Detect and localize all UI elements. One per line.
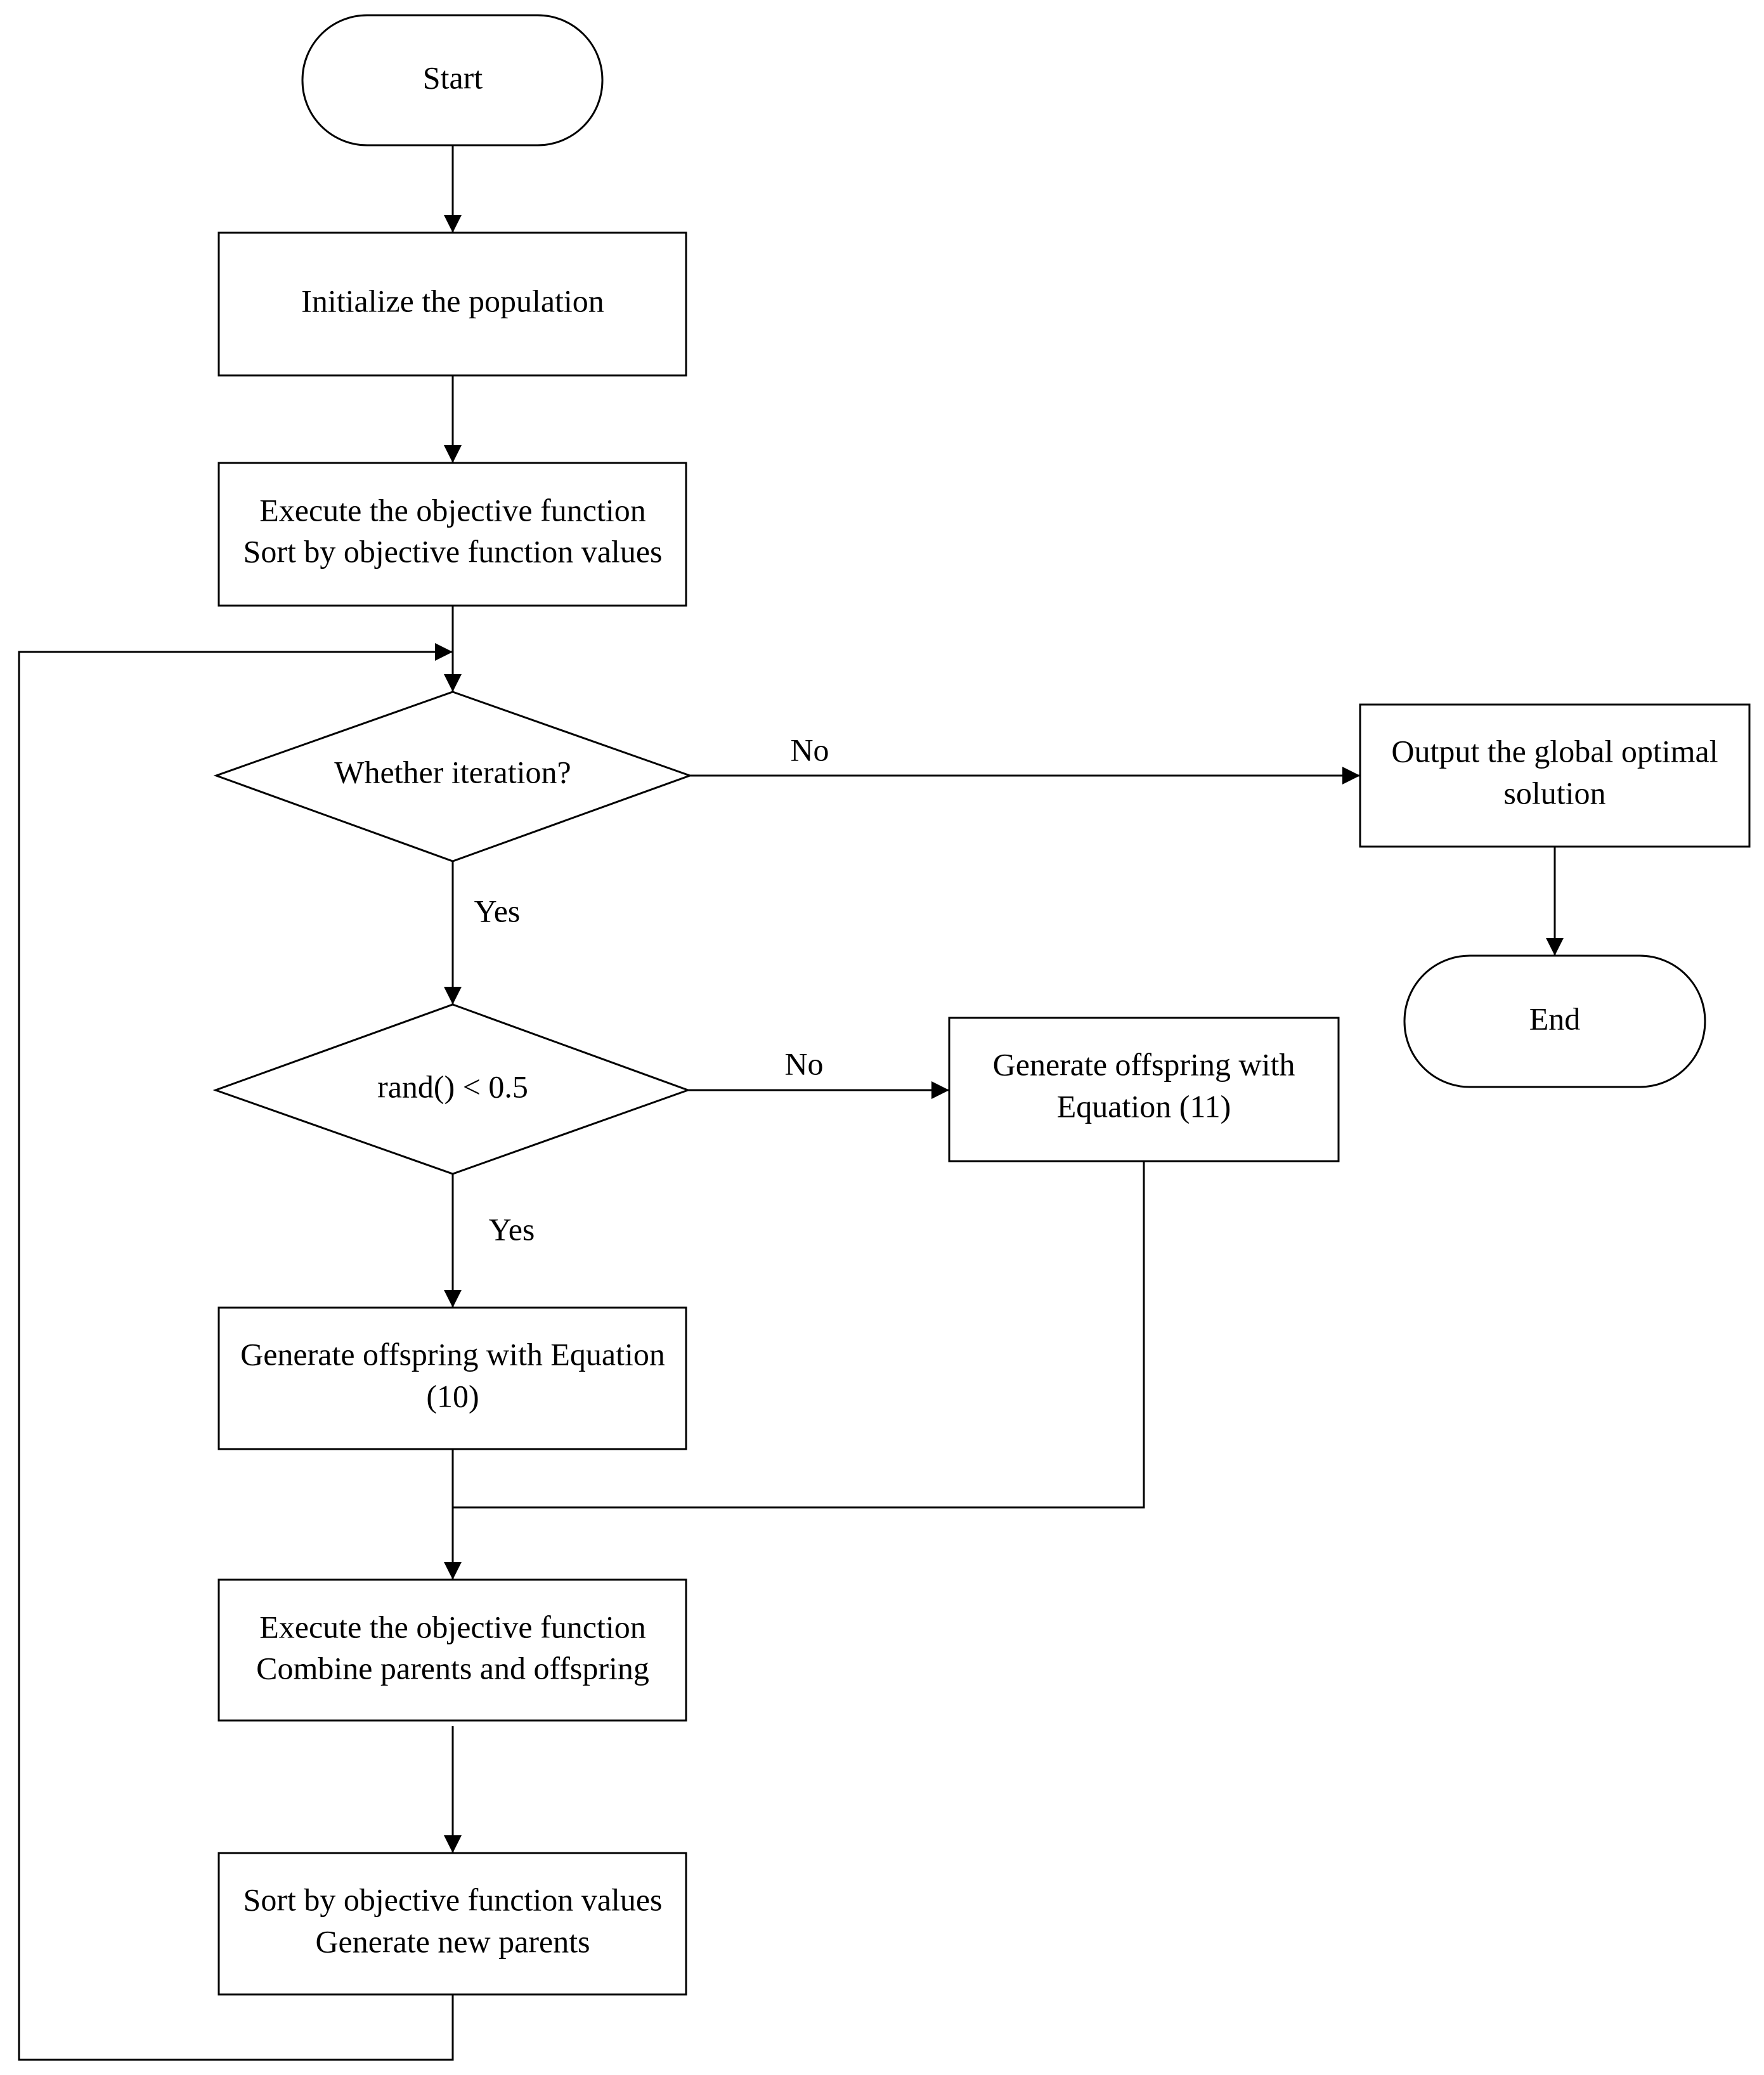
edge-gen11-merge <box>453 1161 1145 1509</box>
end-label: End <box>1529 1001 1581 1036</box>
eval1-line-1: Execute the objective function <box>259 492 645 528</box>
gen10-box <box>217 1306 687 1450</box>
rand-yes-label: Yes <box>489 1211 535 1247</box>
iter-decision: Whether iteration? <box>213 691 693 862</box>
start-node: Start <box>301 14 604 146</box>
output-line-1: Output the global optimal <box>1391 733 1718 769</box>
gen11-line-1: Generate offspring with <box>993 1046 1295 1082</box>
gen11-line-2: Equation (11) <box>1057 1088 1231 1124</box>
eval2-node: Execute the objective function Combine p… <box>217 1578 687 1722</box>
eval1-box <box>217 462 687 607</box>
output-box <box>1359 703 1751 848</box>
eval2-line-1: Execute the objective function <box>259 1609 645 1644</box>
edge-labels: No Yes No Yes <box>474 732 829 1247</box>
end-terminator <box>1403 954 1706 1088</box>
init-node: Initialize the population <box>217 231 687 377</box>
gen10-line-2: (10) <box>426 1378 479 1414</box>
iter-diamond <box>213 691 693 862</box>
rand-diamond <box>212 1003 691 1175</box>
eval1-node: Execute the objective function Sort by o… <box>217 462 687 607</box>
iter-yes-label: Yes <box>474 893 521 928</box>
init-label: Initialize the population <box>301 283 604 318</box>
eval1-line-2: Sort by objective function values <box>243 533 663 569</box>
output-line-2: solution <box>1503 775 1605 810</box>
start-terminator <box>301 14 604 146</box>
rand-no-label: No <box>784 1046 823 1081</box>
rand-decision: rand() < 0.5 <box>212 1003 691 1175</box>
edge-loop-back <box>18 643 454 2061</box>
output-node: Output the global optimal solution <box>1359 703 1751 848</box>
iter-label: Whether iteration? <box>334 754 571 790</box>
sort-line-2: Generate new parents <box>315 1923 590 1959</box>
start-label: Start <box>423 60 483 95</box>
edges <box>18 145 1564 2061</box>
gen11-node: Generate offspring with Equation (11) <box>948 1017 1340 1162</box>
sort-node: Sort by objective function values Genera… <box>217 1852 687 1996</box>
sort-line-1: Sort by objective function values <box>243 1882 663 1917</box>
gen10-line-1: Generate offspring with Equation <box>240 1336 665 1372</box>
gen10-node: Generate offspring with Equation (10) <box>217 1306 687 1450</box>
init-box <box>217 231 687 377</box>
eval2-box <box>217 1578 687 1722</box>
gen11-box <box>948 1017 1340 1162</box>
eval2-line-2: Combine parents and offspring <box>256 1650 649 1686</box>
end-node: End <box>1403 954 1706 1088</box>
iter-no-label: No <box>790 732 829 767</box>
sort-box <box>217 1852 687 1996</box>
rand-label: rand() < 0.5 <box>377 1069 528 1104</box>
